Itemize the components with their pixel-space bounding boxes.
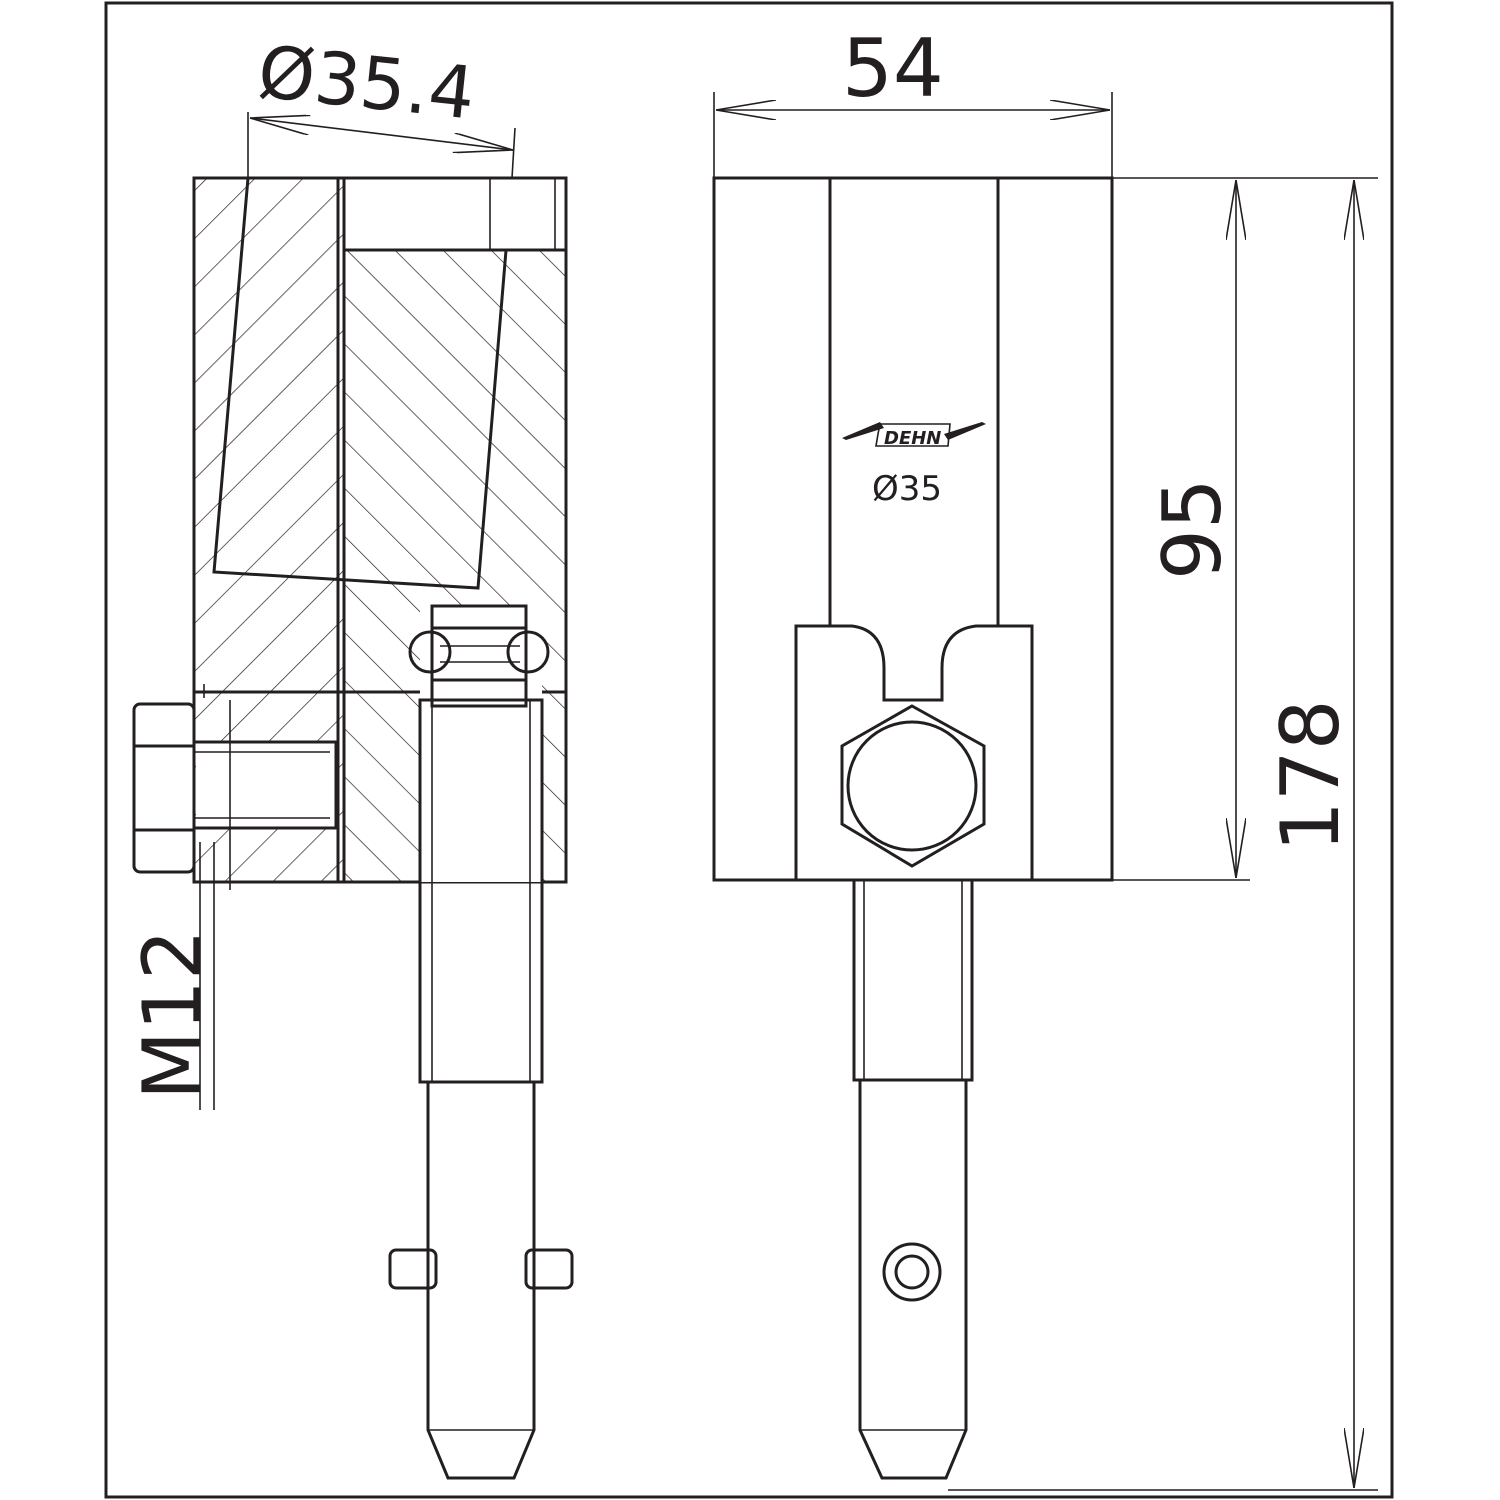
front-view: DEHN Ø35 54 95 178 (712, 22, 1378, 1491)
grounding-rod-side (388, 698, 574, 1480)
drawing-frame (104, 1, 1394, 1499)
dim-clamp-height: 95 (1146, 478, 1239, 580)
dim-overall-height: 178 (1264, 699, 1357, 852)
spring-retainer (408, 604, 550, 708)
dim-screw-thread: M12 (126, 929, 219, 1100)
m12-screw (132, 700, 338, 890)
saddle-block (794, 624, 1034, 880)
dim-width-front: 54 (842, 22, 944, 115)
hex-nut (840, 704, 986, 868)
grounding-rod-front (852, 878, 974, 1480)
dehn-logo: DEHN (842, 422, 986, 449)
dim-line-bore-side (250, 118, 513, 150)
dim-bore-front: Ø35 (872, 469, 942, 509)
clamp-body-outline (192, 176, 568, 884)
dim-bore-side: Ø35.4 (254, 29, 479, 135)
clamp-front-body (712, 176, 1114, 882)
logo-text: DEHN (884, 428, 941, 449)
section-view: Ø35.4 M12 (126, 29, 574, 1480)
